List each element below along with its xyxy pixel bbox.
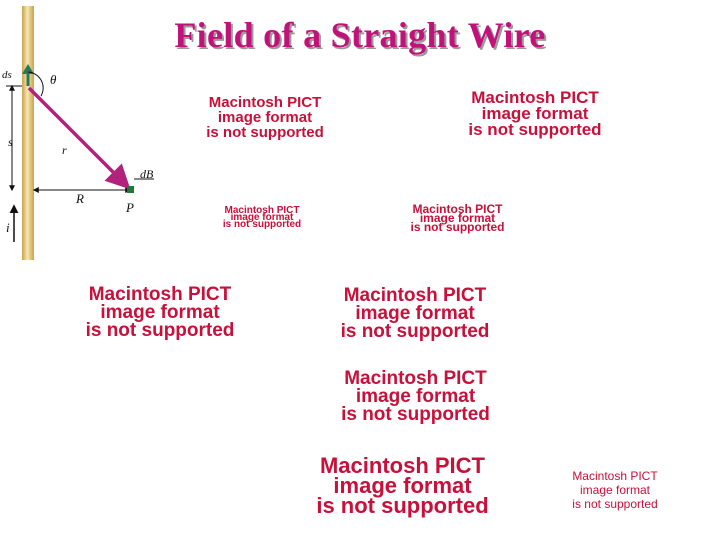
theta-arc (27, 71, 44, 97)
label-ds: ds (2, 69, 12, 81)
pict-placeholder: Macintosh PICT image format is not suppo… (572, 469, 658, 511)
label-R: R (75, 191, 84, 206)
pict-placeholder: Macintosh PICT image format is not suppo… (340, 285, 490, 342)
label-P: P (125, 200, 134, 215)
r-vector (27, 86, 131, 190)
pict-placeholder: Macintosh PICT image format is not suppo… (222, 205, 302, 230)
label-s: s (8, 135, 13, 149)
ds-arrow-head (22, 64, 34, 74)
label-i: i (6, 220, 10, 235)
slide-title: Field of a Straight Wire (174, 15, 546, 55)
label-r: r (62, 143, 67, 157)
pict-placeholder: Macintosh PICT image format is not suppo… (316, 453, 489, 518)
wire-field-figure: ds θ s r dB R P i (2, 6, 154, 260)
pict-placeholder: Macintosh PICT image format is not suppo… (85, 284, 235, 341)
pict-placeholder: Macintosh PICT image format is not suppo… (341, 368, 490, 425)
label-db: dB (140, 167, 154, 181)
label-theta: θ (50, 72, 57, 87)
pict-placeholder: Macintosh PICT image format is not suppo… (206, 94, 324, 141)
pict-placeholder: Macintosh PICT image format is not suppo… (410, 202, 505, 234)
pict-placeholder: Macintosh PICT image format is not suppo… (468, 88, 602, 139)
wire (22, 6, 34, 260)
db-marker (127, 186, 134, 193)
